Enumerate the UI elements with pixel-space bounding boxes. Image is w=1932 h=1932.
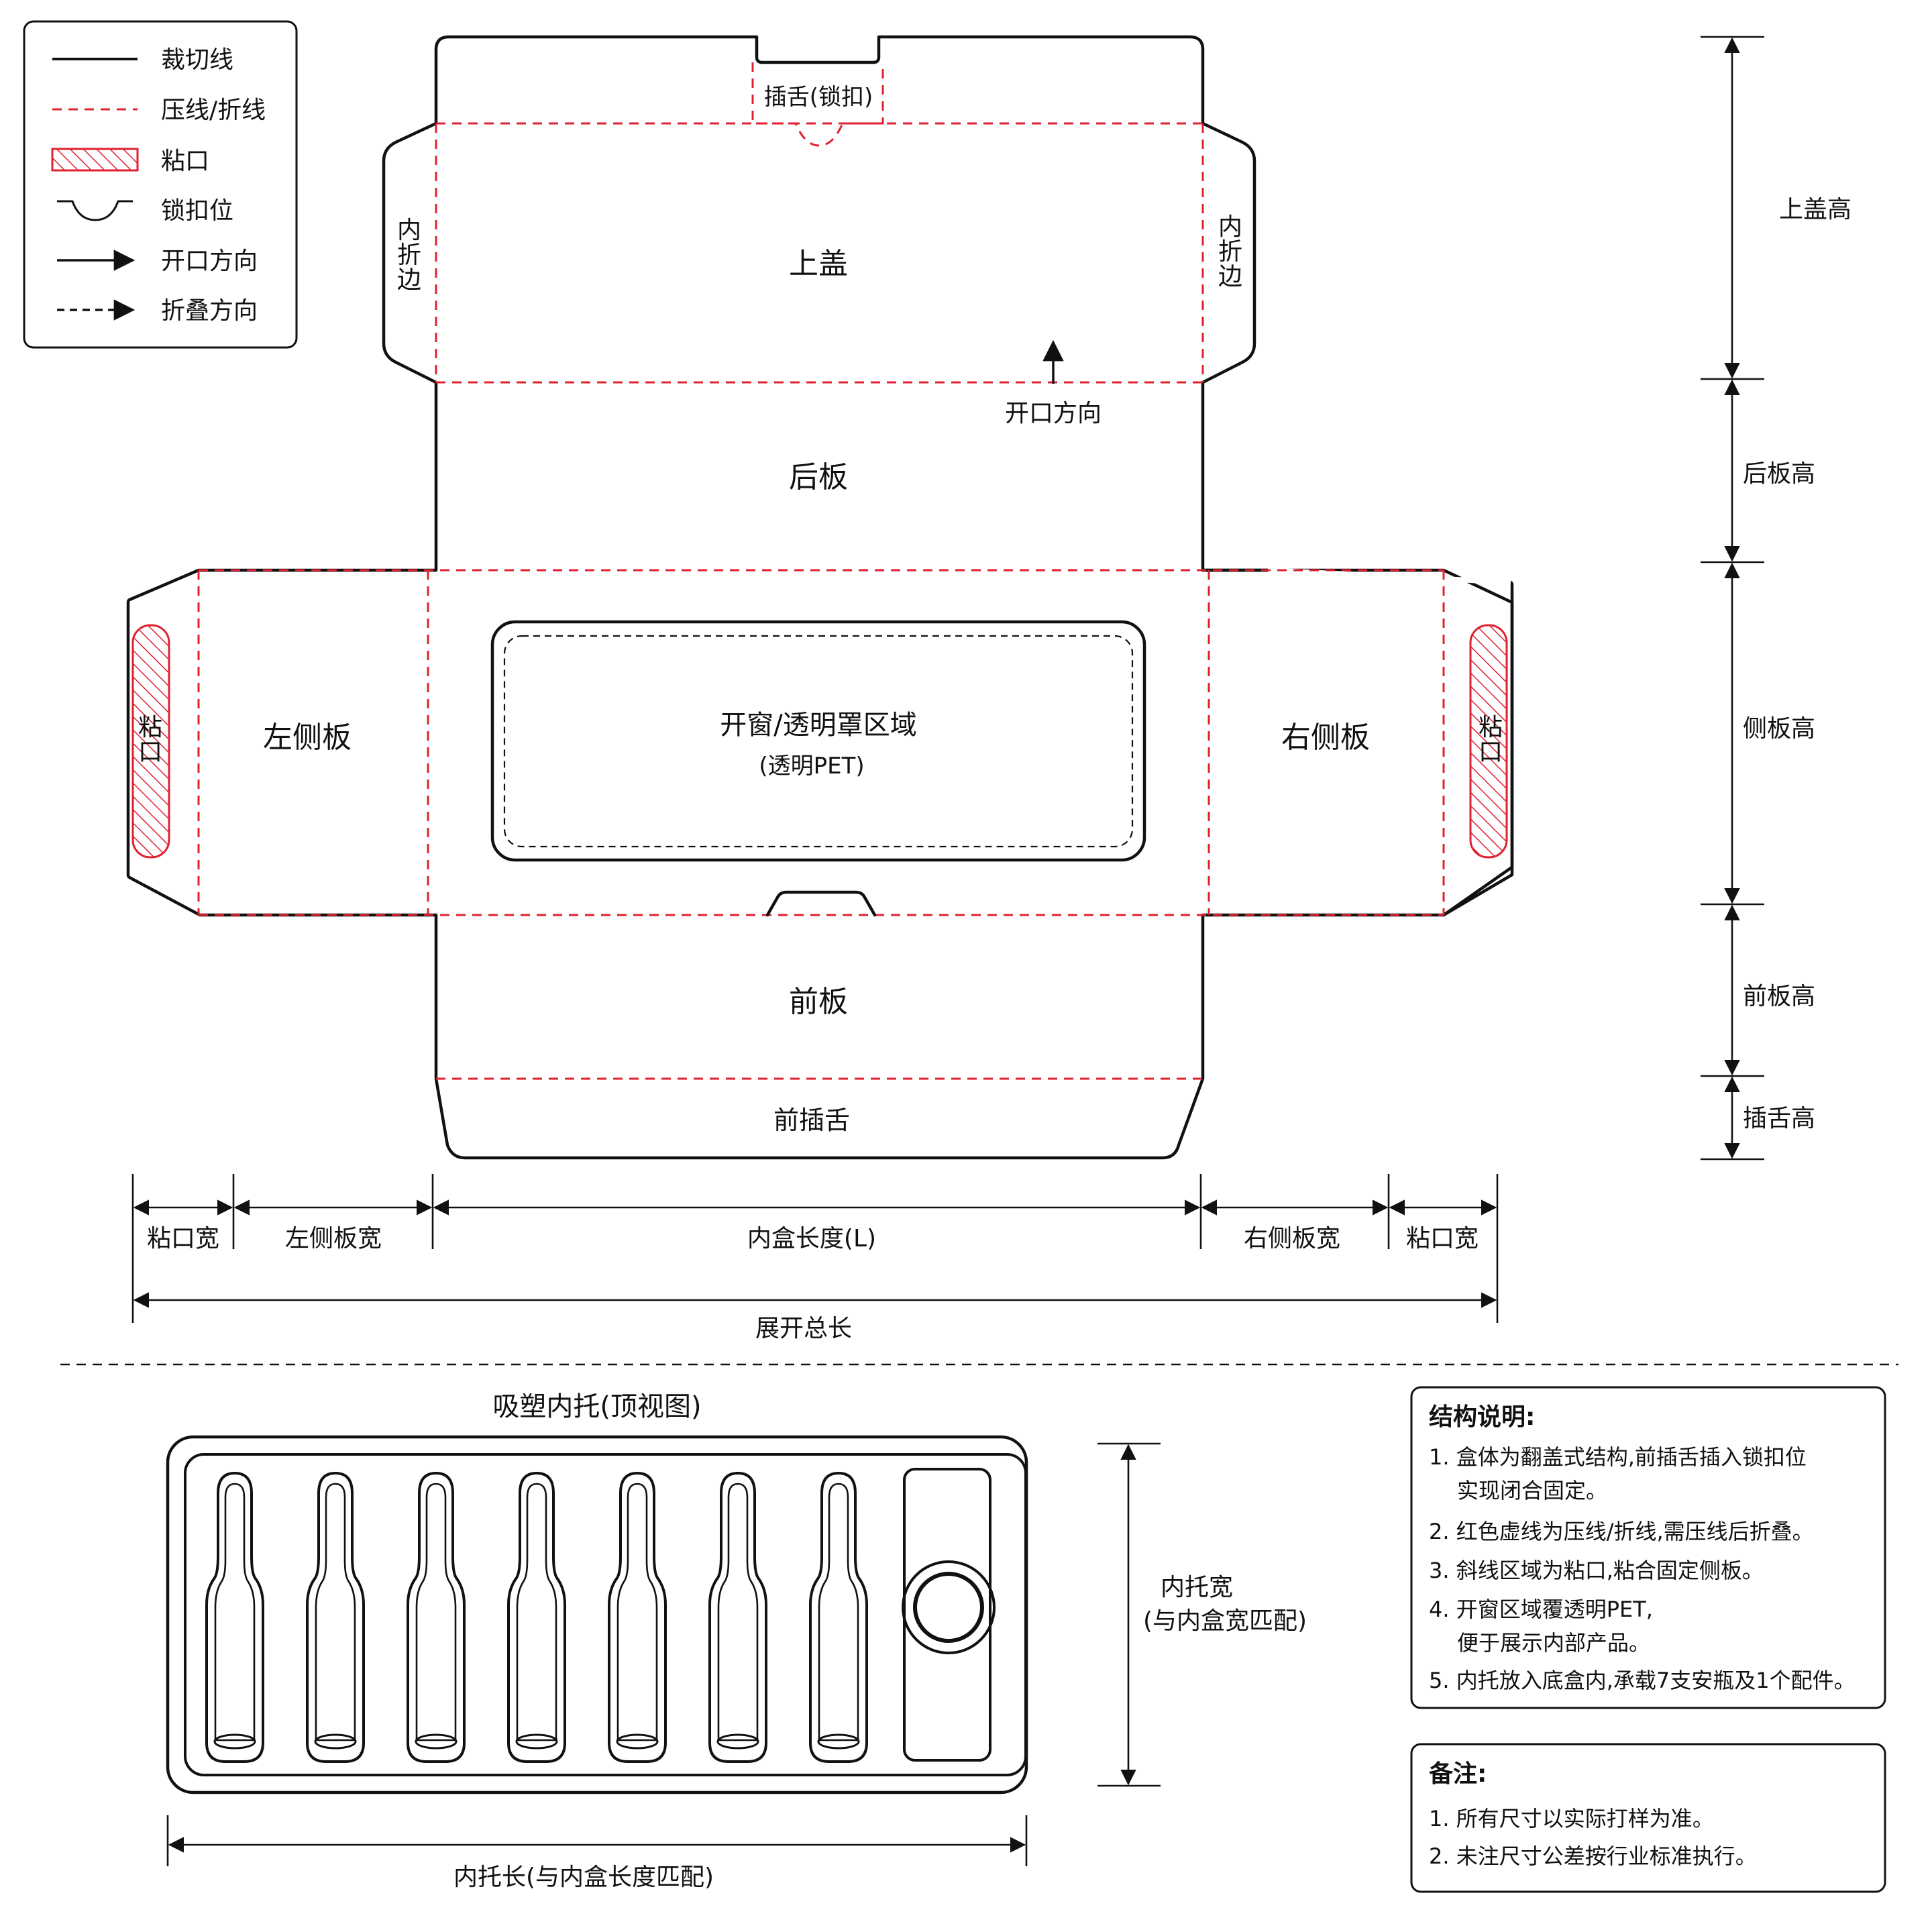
tray-title: 吸塑内托(顶视图) — [492, 1391, 701, 1422]
ampoule-cavity — [708, 1472, 767, 1763]
inner-flap-right-c2: 折 — [1218, 238, 1242, 266]
ampoule-cavity — [507, 1472, 566, 1763]
tray-inner — [184, 1453, 1027, 1776]
dim-right-side-width: 右侧板宽 — [1244, 1225, 1340, 1252]
dim-box-length: 内盒长度(L) — [747, 1225, 876, 1252]
tray-length-label: 内托长(与内盒长度匹配) — [453, 1864, 714, 1891]
ampoule-cavity — [616, 1483, 658, 1741]
window-inner-dashed — [503, 635, 1134, 848]
ampoule-cavity — [516, 1483, 557, 1741]
dim-total-length-label: 展开总长 — [755, 1315, 852, 1342]
ampoule-base — [716, 1733, 759, 1750]
dim-back-height-label: 后板高 — [1743, 460, 1815, 488]
ampoule-base — [817, 1733, 860, 1750]
inner-flap-left-c1: 内 — [397, 217, 421, 244]
opening-direction-label: 开口方向 — [1005, 400, 1102, 427]
legend-label-lock: 锁扣位 — [161, 197, 233, 225]
inner-flap-right-c1: 内 — [1218, 213, 1242, 241]
lock-notch-icon — [57, 200, 133, 221]
tray-width-label: 内托宽 — [1161, 1574, 1233, 1601]
glue-area-right — [1469, 624, 1508, 859]
legend-label-glue: 粘口 — [161, 148, 209, 175]
glue-left-c2: 口 — [138, 739, 162, 766]
dim-glue-width-left: 粘口宽 — [147, 1225, 219, 1252]
ampoule-base — [616, 1733, 659, 1750]
box-dieline: 插舌(锁扣) 上盖 开口方向 后板 左侧板 右侧板 开窗/透明罩区域 (透明PE… — [126, 35, 1514, 1160]
ampoule-cavity — [608, 1472, 667, 1763]
dim-lid-height-label: 上盖高 — [1779, 196, 1851, 223]
legend-label-fold: 折叠方向 — [161, 297, 258, 325]
ampoule-base — [515, 1733, 558, 1750]
tray-outer — [166, 1435, 1028, 1794]
remark-2: 2. 未注尺寸公差按行业标准执行。 — [1429, 1843, 1757, 1869]
dim-left-side-width: 左侧板宽 — [285, 1225, 382, 1252]
inner-flap-left-c3: 边 — [397, 266, 421, 294]
front-tuck-label: 前插舌 — [773, 1106, 850, 1135]
note-4-line-1: 4. 开窗区域覆透明PET, — [1429, 1597, 1653, 1622]
note-3: 3. 斜线区域为粘口,粘合固定侧板。 — [1429, 1558, 1764, 1583]
window-outline — [490, 620, 1146, 862]
tray-width-sub: (与内盒宽匹配) — [1143, 1607, 1307, 1635]
legend: 裁切线 压线/折线 粘口 锁扣位 开口方向 折叠方向 — [23, 20, 298, 349]
dim-side-height-label: 侧板高 — [1743, 715, 1815, 743]
accessory-cavity-outer — [902, 1560, 996, 1654]
ampoule-base — [314, 1733, 357, 1750]
accessory-cavity-inner — [913, 1572, 984, 1643]
window-sub-label: (透明PET) — [759, 753, 864, 780]
ampoule-cavity — [818, 1483, 859, 1741]
ampoule-cavity — [717, 1483, 759, 1741]
blister-tray: 吸塑内托(顶视图) 内托宽 (与内盒宽匹配) 内托长(与内盒长度匹配) — [166, 1391, 1307, 1891]
legend-label-open: 开口方向 — [161, 248, 258, 275]
structure-notes-title: 结构说明: — [1429, 1403, 1535, 1431]
note-1-line-1: 1. 盒体为翻盖式结构,前插舌插入锁扣位 — [1429, 1444, 1807, 1470]
glue-left-c1: 粘 — [138, 714, 162, 741]
inner-flap-right-c3: 边 — [1218, 263, 1242, 290]
height-dimensions: 上盖高 后板高 侧板高 前板高 插舌高 — [1701, 36, 1851, 1161]
dim-front-height-label: 前板高 — [1743, 983, 1815, 1010]
ampoule-cavity — [407, 1472, 466, 1763]
glue-area-left — [131, 624, 170, 859]
right-side-panel-label: 右侧板 — [1281, 720, 1370, 755]
top-lid-label: 上盖 — [789, 247, 848, 281]
top-lock-tab-label: 插舌(锁扣) — [764, 84, 873, 111]
width-dimensions: 粘口宽 左侧板宽 内盒长度(L) 右侧板宽 粘口宽 展开总长 — [131, 1174, 1499, 1342]
ampoule-cavity — [809, 1472, 868, 1763]
legend-label-cut: 裁切线 — [161, 46, 233, 74]
note-5: 5. 内托放入底盒内,承载7支安瓶及1个配件。 — [1429, 1668, 1856, 1693]
note-1-line-2: 实现闭合固定。 — [1457, 1478, 1607, 1503]
dim-tuck-height-label: 插舌高 — [1743, 1105, 1815, 1132]
structure-notes-box: 结构说明: 1. 盒体为翻盖式结构,前插舌插入锁扣位 实现闭合固定。 2. 红色… — [1410, 1386, 1886, 1709]
ampoule-cavity — [306, 1472, 365, 1763]
ampoule-cavity — [214, 1483, 256, 1741]
remark-1: 1. 所有尺寸以实际打样为准。 — [1429, 1806, 1714, 1831]
back-panel-label: 后板 — [789, 460, 848, 494]
window-title-label: 开窗/透明罩区域 — [720, 710, 916, 741]
left-side-panel-label: 左侧板 — [263, 720, 352, 755]
front-lock-slot — [765, 890, 877, 917]
remarks-title: 备注: — [1429, 1760, 1487, 1788]
red-hatch-icon — [51, 148, 139, 172]
dim-glue-width-right: 粘口宽 — [1406, 1225, 1479, 1252]
note-4-line-2: 便于展示内部产品。 — [1457, 1630, 1650, 1656]
front-panel-label: 前板 — [789, 985, 848, 1019]
ampoule-cavity — [415, 1483, 457, 1741]
ampoule-cavity — [205, 1472, 264, 1763]
legend-label-score: 压线/折线 — [161, 97, 266, 124]
legend-frame — [23, 20, 298, 349]
ampoule-cavities — [205, 1472, 868, 1763]
ampoule-base — [213, 1733, 256, 1750]
glue-right-c2: 口 — [1479, 739, 1503, 766]
dieline-outline — [126, 35, 1514, 1160]
remarks-box: 备注: 1. 所有尺寸以实际打样为准。 2. 未注尺寸公差按行业标准执行。 — [1410, 1743, 1886, 1893]
inner-flap-left-c2: 折 — [397, 241, 421, 269]
ampoule-base — [415, 1733, 458, 1750]
note-2: 2. 红色虚线为压线/折线,需压线后折叠。 — [1429, 1519, 1814, 1544]
top-lock-tab-score — [751, 62, 884, 147]
ampoule-cavity — [315, 1483, 356, 1741]
glue-right-c1: 粘 — [1479, 714, 1503, 741]
